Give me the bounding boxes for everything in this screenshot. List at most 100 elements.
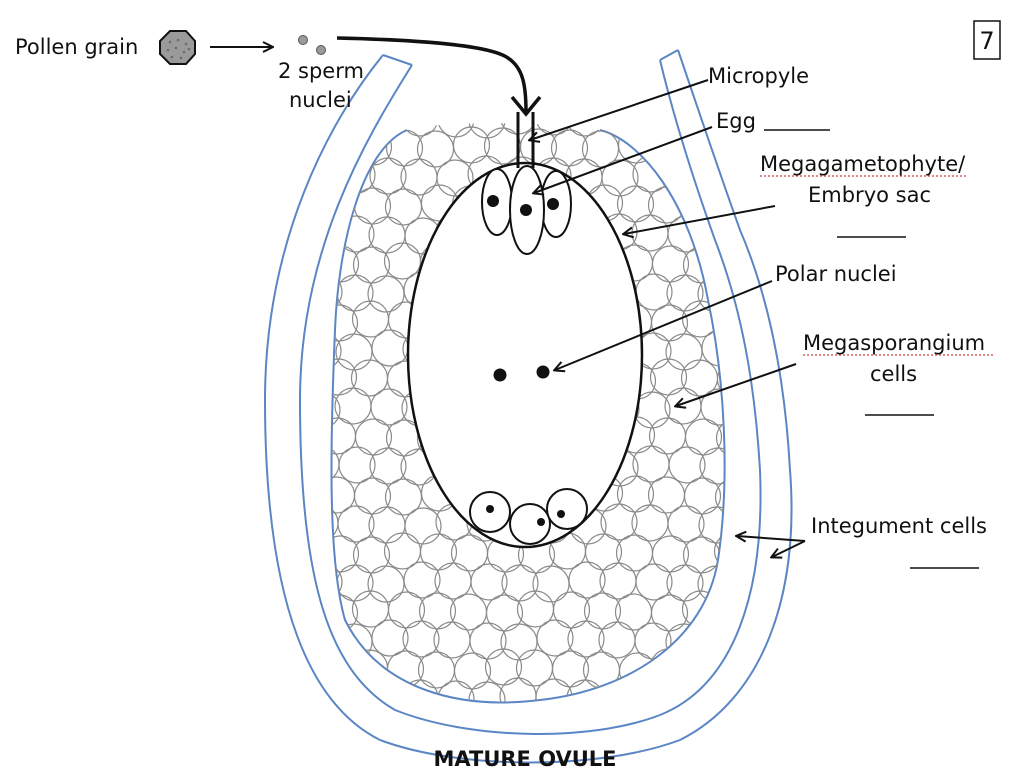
integument-pointer-inner [737,536,806,541]
micropyle-label: Micropyle [708,64,809,88]
polar-nuclei-pointer [555,280,773,370]
megasporangium-cell [698,506,725,544]
megasporangium-cell [715,129,725,167]
megasporangium-cell [331,155,340,193]
megasporangium-cell [699,157,725,195]
megasporangium-cell [401,679,439,703]
megasporangium-cell [436,159,474,197]
integument-label: Integument cells [811,514,987,538]
integument-left-tip [382,54,413,66]
megasporangium-cell [499,677,537,703]
megasporangium-cell [566,679,604,703]
megasporangium-cell [403,561,441,599]
pollen-tube-arrowhead [510,95,542,117]
polar-nucleus-left [493,368,507,382]
megasporangium-cell [470,563,508,601]
megasporangium-cell [716,650,725,688]
megasporangium-cell [666,564,704,602]
polar-nucleus-right [536,365,550,379]
megasporangium-cell [602,680,640,703]
megasporangium-cell [469,622,507,660]
megasporangium-cell [468,681,506,703]
megasporangium-cell [680,649,719,687]
megasporangium-cell [501,564,539,602]
megasporangium-cell [664,677,702,703]
megasporangium-cell [617,126,656,164]
megasporangium-cell [371,619,409,657]
sperm-nuclei-label-line1: 2 sperm [278,59,364,83]
megasporangium-cell [601,159,639,197]
megasporangium-cell [667,505,705,543]
megasporangium-cell [633,123,671,139]
megasporangium-cell [331,563,343,601]
megasporangium-cell [618,652,657,690]
megasporangium-cell [338,446,376,484]
megagametophyte-label-line2: Embryo sac [808,183,931,207]
megasporangium-cell [700,678,725,703]
sperm-nucleus-1 [298,35,308,45]
diagram-title: MATURE OVULE [433,747,616,771]
megasporangium-cell [370,388,408,426]
synergid-nucleus-left [487,195,499,207]
megasporangium-cell [331,273,343,311]
integument-outer-layer [263,49,793,764]
megasporangium-cell [566,123,604,137]
megasporangium-cell [650,594,689,632]
antipodal-cell-middle [509,503,551,545]
megasporangium-cell [701,619,725,657]
micropyle-pointer [530,79,709,140]
megasporangium-cell [485,594,524,632]
megasporangium-cell [535,123,573,136]
antipodal-cell-right [546,488,588,530]
sperm-nuclei-label-line2: nuclei [289,88,352,112]
pollen-grain-label: Pollen grain [15,35,138,59]
megasporangium-cell [536,619,574,657]
megasporangium-cell [331,391,341,429]
megasporangium-cell [699,447,725,485]
integument-inner-layer [298,59,762,735]
pollen-grain-texture [166,38,191,60]
megasporangium-cell [668,446,706,484]
integument-right-tip [659,49,679,61]
megasporangium-cell [716,360,725,398]
megasporangium-cell [700,388,725,426]
megasporangium-cell [331,445,340,483]
polar-nuclei-label: Polar nuclei [775,262,897,286]
megasporangium-cell [331,332,342,370]
pollen-grain-icon [159,30,196,65]
embryo-sac [406,161,644,549]
megasporangium-cell [649,648,688,686]
antipodal-nucleus-middle [537,518,545,526]
megasporangium-cell [568,561,606,599]
megasporangium-cell [714,478,725,516]
megasporangium-cell [714,188,725,226]
synergid-nucleus-right [547,198,559,210]
megasporangium-cell [331,186,356,224]
egg-pointer [534,126,713,193]
megasporangium-cell [468,123,506,139]
megasporangium-cell [668,156,706,194]
megagametophyte-label-line1: Megagametophyte/ [760,152,966,176]
megasporangium-pointer [676,363,797,406]
page-number: 7 [979,27,994,55]
megasporangium-label-line1: Megasporangium [803,331,985,355]
megasporangium-cell [331,304,359,342]
antipodal-nucleus-left [486,505,494,513]
megasporangium-label-line2: cells [870,362,917,386]
page-number-box [973,20,1001,60]
sperm-nucleus-2 [316,45,326,55]
embryo-sac-pointer [624,205,776,234]
megasporangium-cell [337,505,375,543]
megasporangium-cell [602,123,640,138]
megasporangium-cell [713,242,725,280]
megasporangium-cell [666,274,704,312]
megasporangium-cell [369,157,407,195]
megasporangium-cell [567,620,605,658]
megasporangium-cell [401,123,439,137]
megasporangium-cell [701,329,725,367]
megasporangium-cell [331,648,358,686]
megasporangium-cell [404,507,442,545]
megasporangium-cell [437,123,475,138]
